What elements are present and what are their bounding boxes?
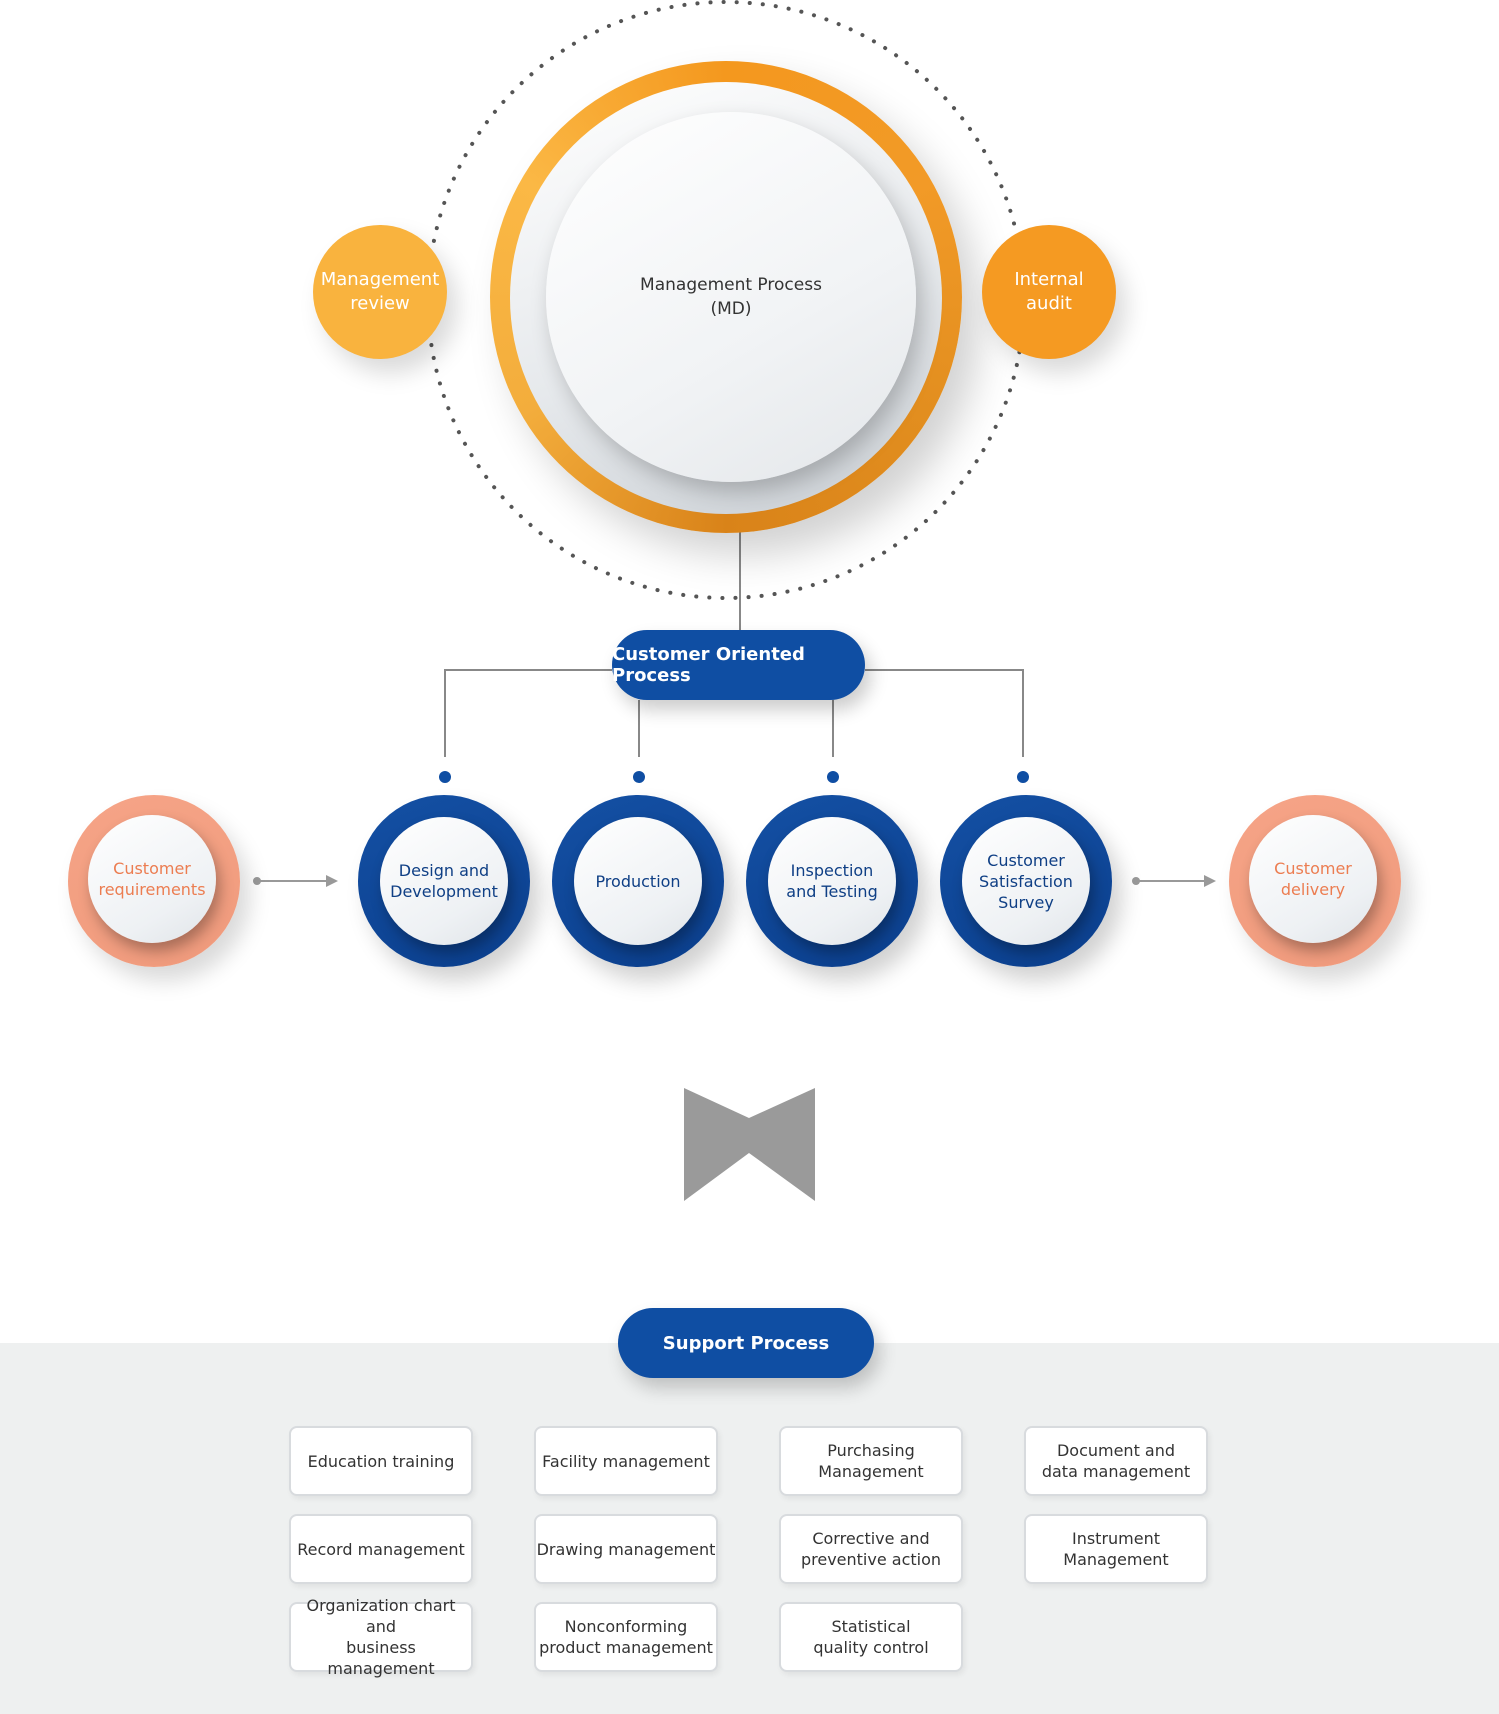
support-band [0, 1343, 1499, 1714]
process-label-line2: Satisfaction [979, 871, 1073, 891]
customer-delivery-circle: Customer delivery [1249, 815, 1377, 943]
branch-dot-2 [633, 771, 645, 783]
management-review-line1: Management [320, 269, 440, 290]
support-item-record-management: Record management [289, 1514, 473, 1584]
support-process-pill: Support Process [618, 1308, 874, 1378]
customer-delivery-line2: delivery [1280, 880, 1346, 899]
process-label-line2: and Testing [786, 882, 878, 901]
management-process-line2: (MD) [710, 299, 752, 319]
cop-branch-right [865, 669, 1024, 757]
branch-dot-3 [827, 771, 839, 783]
support-item-line1: Document and [1056, 1441, 1176, 1460]
process-customer-satisfaction-survey: Customer Satisfaction Survey [962, 817, 1090, 945]
management-review-circle: Management review [313, 225, 447, 359]
support-item-instrument-management: Instrument Management [1024, 1514, 1208, 1584]
support-item-line2: data management [1041, 1462, 1191, 1481]
support-item-line2: preventive action [800, 1550, 942, 1569]
process-label-line1: Design and [398, 861, 490, 880]
management-process-line1: Management Process [640, 275, 822, 295]
process-label-line1: Inspection [790, 861, 874, 880]
customer-requirements-line1: Customer [113, 859, 191, 878]
customer-oriented-process-pill: Customer Oriented Process [612, 630, 865, 700]
support-item-line2: Management [818, 1462, 924, 1481]
support-item-facility-management: Facility management [534, 1426, 718, 1496]
support-item-organization-chart: Organization chart and business manageme… [289, 1596, 473, 1678]
process-label-line3: Survey [998, 892, 1054, 912]
support-item-line1: Education training [307, 1451, 455, 1471]
customer-requirements-line2: requirements [98, 880, 206, 899]
support-item-line1: Record management [297, 1539, 465, 1559]
branch-dot-1 [439, 771, 451, 783]
support-item-line2: business management [327, 1638, 435, 1678]
support-item-line1: Drawing management [536, 1539, 716, 1559]
process-production: Production [574, 817, 702, 945]
support-item-purchasing-management: Purchasing Management [779, 1426, 963, 1496]
support-item-statistical-quality-control: Statistical quality control [779, 1602, 963, 1672]
internal-audit-circle: Internal audit [982, 225, 1116, 359]
internal-audit-line1: Internal [1014, 269, 1084, 290]
process-inspection-testing: Inspection and Testing [768, 817, 896, 945]
support-item-line2: quality control [813, 1638, 929, 1657]
branch-dot-4 [1017, 771, 1029, 783]
arrow-right-head [1204, 875, 1216, 887]
support-item-line1: Statistical [831, 1617, 911, 1636]
support-item-document-data-management: Document and data management [1024, 1426, 1208, 1496]
support-item-line1: Corrective and [812, 1529, 930, 1548]
support-item-line1: Nonconforming [564, 1617, 688, 1636]
support-item-line1: Facility management [542, 1451, 710, 1471]
support-item-drawing-management: Drawing management [534, 1514, 718, 1584]
chevron-up-icon [684, 1088, 815, 1201]
support-item-line1: Organization chart and [306, 1596, 456, 1636]
management-review-line2: review [350, 293, 410, 314]
support-item-line1: Purchasing [827, 1441, 915, 1460]
process-label-line1: Customer [987, 850, 1065, 870]
management-process-circle: Management Process (MD) [546, 112, 916, 482]
support-item-education-training: Education training [289, 1426, 473, 1496]
arrow-left-head [326, 875, 338, 887]
process-label-line2: Development [390, 882, 498, 901]
support-item-corrective-preventive-action: Corrective and preventive action [779, 1514, 963, 1584]
process-design-development: Design and Development [380, 817, 508, 945]
process-label-line1: Production [595, 871, 681, 891]
customer-requirements-circle: Customer requirements [88, 815, 216, 943]
support-item-nonconforming-product: Nonconforming product management [534, 1602, 718, 1672]
customer-delivery-line1: Customer [1274, 859, 1352, 878]
cop-branch-left [444, 669, 612, 757]
support-item-line2: product management [539, 1638, 713, 1657]
support-item-line1: Instrument [1071, 1529, 1161, 1548]
internal-audit-line2: audit [1026, 293, 1072, 314]
support-item-line2: Management [1063, 1550, 1169, 1569]
